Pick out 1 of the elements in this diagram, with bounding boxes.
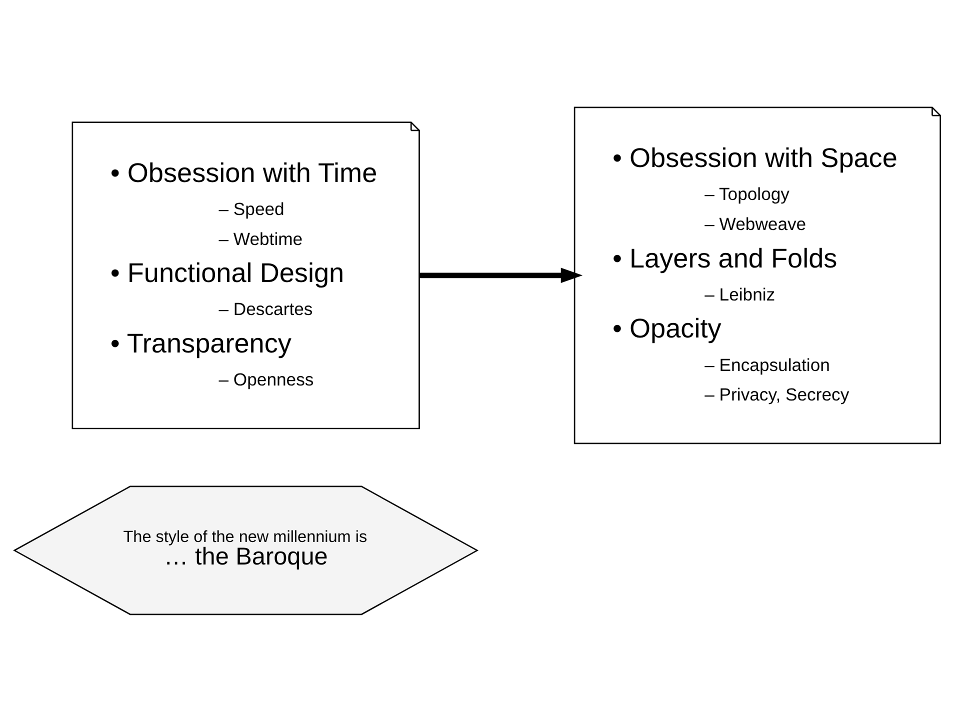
arrow xyxy=(418,268,582,284)
